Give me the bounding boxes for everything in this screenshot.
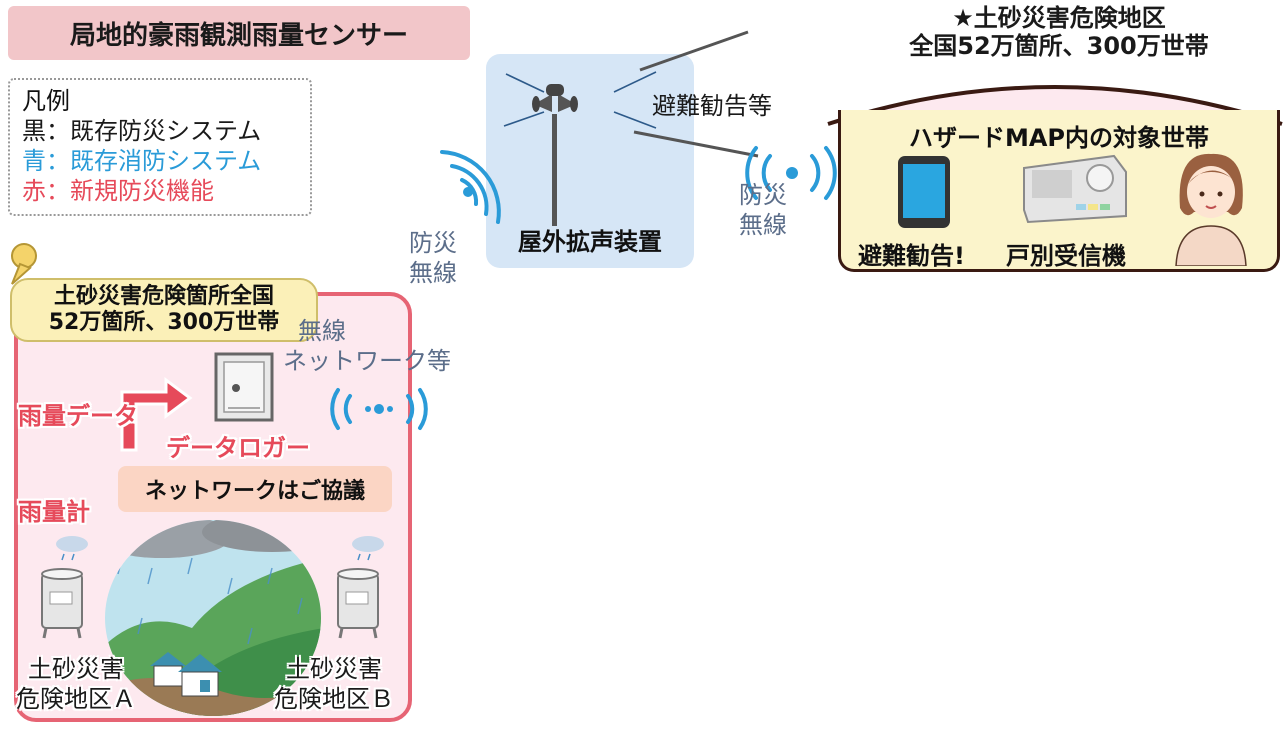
area-a-label: 土砂災害 危険地区Ａ [16, 655, 136, 713]
legend: 凡例 黒：既存防災システム 青：既存消防システム 赤：新規防災機能 [8, 78, 312, 216]
legend-item-existing-disaster: 黒：既存防災システム [22, 117, 262, 145]
legend-heading: 凡例 [22, 87, 70, 115]
data-logger-label: データロガー [166, 434, 310, 462]
legend-item-new-function: 赤：新規防災機能 [22, 177, 214, 205]
page-title: 局地的豪雨観測雨量センサー [8, 6, 470, 60]
disaster-radio-label-left: 防災 無線 [409, 229, 457, 287]
site-tag: 土砂災害危険箇所全国 52万箇所、300万世帯 [10, 278, 318, 342]
area-b-label: 土砂災害 危険地区Ｂ [274, 655, 394, 713]
household-subtitle: ハザードMAP内の対象世帯 [908, 124, 1210, 152]
wireless-network-label: 無線 ネットワーク等 [283, 317, 451, 375]
landscape-illustration [105, 520, 321, 716]
outdoor-speaker-label: 屋外拡声装置 [518, 228, 662, 256]
phone-evacuation-label: 避難勧告! [858, 242, 965, 270]
network-note: ネットワークはご協議 [118, 466, 392, 512]
disaster-radio-label-right: 防災 無線 [739, 181, 787, 239]
legend-item-existing-fire: 青：既存消防システム [22, 147, 262, 175]
arrow-icon [120, 377, 193, 452]
connection-lines [633, 30, 759, 158]
receiver-label: 戸別受信機 [1006, 242, 1126, 270]
danger-area-title: ★土砂災害危険地区 全国52万箇所、300万世帯 [909, 4, 1209, 60]
rain-gauge-icon [337, 536, 384, 639]
person-icon [1175, 153, 1247, 266]
evacuation-label: 避難勧告等 [652, 92, 772, 120]
rain-gauge-icon [41, 536, 88, 639]
rain-data-label: 雨量データ [18, 402, 138, 430]
smartphone-icon [898, 156, 950, 228]
outdoor-speaker-panel [486, 54, 694, 268]
speaker-tower-icon [503, 71, 657, 226]
radio-wave-icon [745, 146, 837, 200]
receiver-icon [1023, 154, 1127, 224]
pushpin-icon [11, 243, 37, 285]
radio-wave-icon [440, 150, 501, 224]
radio-wave-icon [330, 388, 428, 430]
data-logger-icon [214, 352, 274, 422]
rain-gauge-label: 雨量計 [18, 498, 90, 526]
